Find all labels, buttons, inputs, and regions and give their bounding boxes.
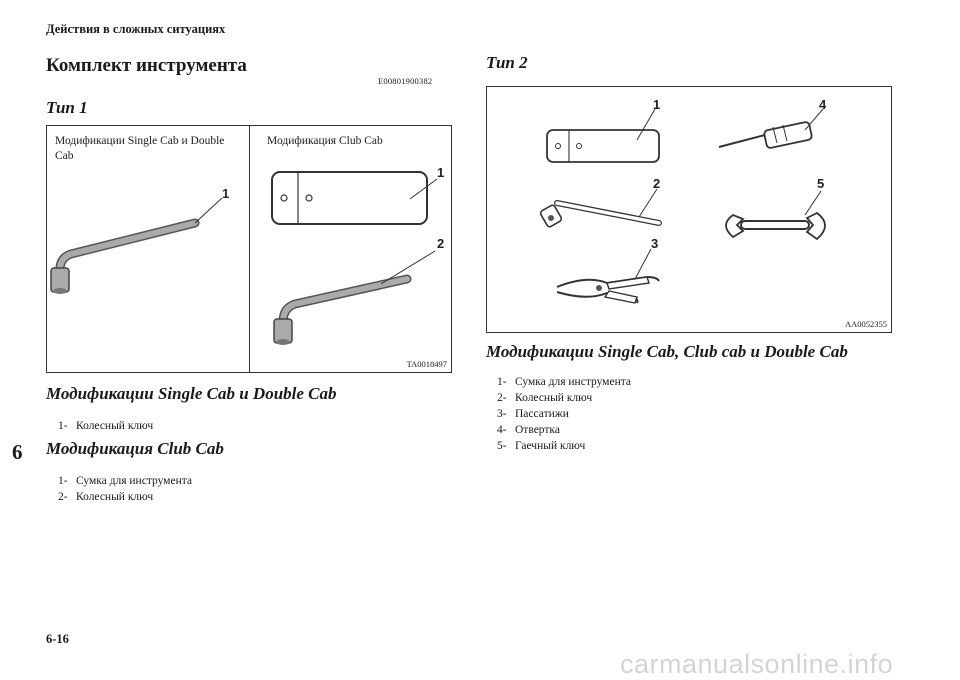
sub1-heading: Модификации Single Cab и Double Cab	[46, 384, 337, 403]
list-item: 2-Колесный ключ	[497, 392, 593, 404]
list-item: 1-Сумка для инструмента	[58, 475, 192, 487]
wheel-wrench-icon	[539, 200, 662, 228]
type2-subheading: Модификации Single Cab, Club cab и Doubl…	[486, 342, 848, 361]
running-head: Действия в сложных ситуациях	[46, 22, 226, 36]
type1-figure-code: TA0018497	[406, 359, 447, 369]
screwdriver-icon	[718, 121, 813, 149]
figure-divider	[249, 126, 250, 372]
type1-left-label: Модификации Single Cab и Double Cab	[55, 135, 225, 162]
list-item: 5-Гаечный ключ	[497, 440, 586, 452]
type1-heading: Тип 1	[46, 98, 88, 117]
type2-heading: Тип 2	[486, 53, 528, 72]
callout-2: 2	[653, 176, 660, 191]
sub2-heading: Модификация Club Cab	[46, 439, 224, 458]
callout-3: 3	[651, 236, 658, 251]
callout-1: 1	[437, 165, 444, 180]
list-item: 3-Пассатижи	[497, 408, 569, 420]
callout-1: 1	[222, 186, 229, 201]
section-code: E00801900382	[378, 76, 433, 86]
list-item: 1-Сумка для инструмента	[497, 376, 631, 388]
spanner-icon	[725, 211, 826, 241]
tool-bag-icon	[271, 171, 428, 225]
callout-5: 5	[817, 176, 824, 191]
chapter-number: 6	[12, 440, 23, 464]
type2-illustration: 1 2 3 4 5	[539, 97, 827, 304]
callout-2: 2	[437, 236, 444, 251]
pliers-icon	[556, 275, 660, 304]
type2-list: 1-Сумка для инструмента 2-Колесный ключ …	[497, 374, 631, 454]
list-item: 4-Отвертка	[497, 424, 560, 436]
wheel-wrench-icon	[50, 218, 200, 294]
callout-4: 4	[819, 97, 827, 112]
sub2-list: 1-Сумка для инструмента 2-Колесный ключ	[58, 473, 192, 505]
page-number: 6-16	[46, 632, 69, 646]
list-item: 1-Колесный ключ	[58, 420, 154, 432]
list-item: 2-Колесный ключ	[58, 491, 154, 503]
type1-right-label: Модификация Club Cab	[267, 135, 383, 147]
tool-bag-icon	[546, 129, 660, 163]
type2-figure-code: AA0052355	[844, 319, 887, 329]
callout-1: 1	[653, 97, 660, 112]
type1-illustration: 1 1 2	[50, 165, 444, 345]
watermark: carmanualsonline.info	[620, 649, 894, 679]
wheel-wrench-icon	[273, 274, 412, 345]
type1-figure-box: Модификации Single Cab и Double Cab Моди…	[46, 125, 452, 373]
sub1-list: 1-Колесный ключ	[58, 418, 153, 434]
type2-figure-box: 1 2 3 4 5 AA0052355	[486, 86, 892, 333]
section-title: Комплект инструмента	[46, 55, 247, 76]
